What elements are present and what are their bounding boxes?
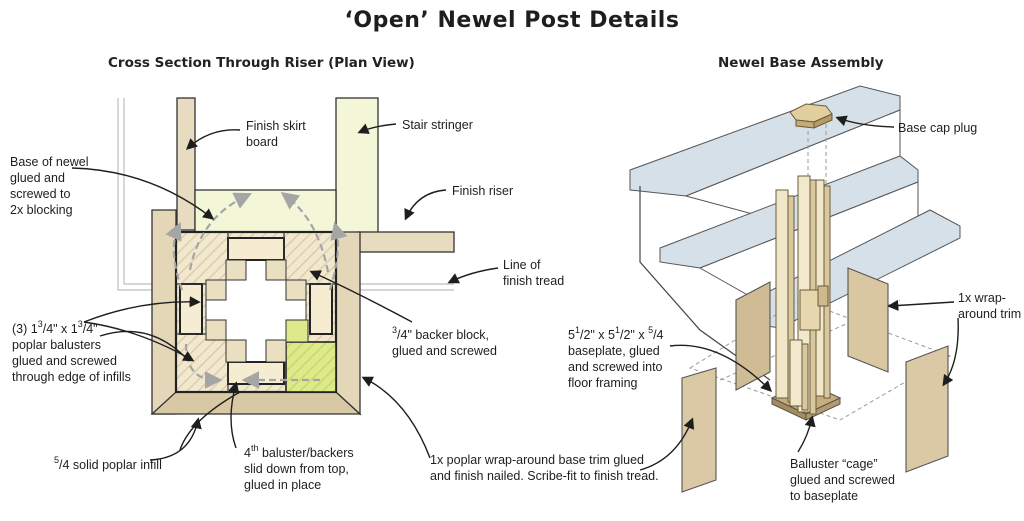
right-leader-arrows [639,115,959,471]
baluster-cage [775,175,831,415]
left-subtitle: Cross Section Through Riser (Plan View) [108,55,415,71]
fourth-infill [285,341,337,393]
label-baluster-cage: Balluster “cage” glued and screwed to ba… [790,457,895,503]
label-balusters: (3) 13/4" x 13/4" poplar balusters glued… [12,319,131,384]
wrap-around-trim [150,209,362,416]
label-solid-poplar-infill: 5/4 solid poplar infill [54,455,162,472]
backer-blocks [205,259,307,363]
page-title: ‘Open’ Newel Post Details [344,8,680,33]
screw-arrows [165,192,348,389]
right-subtitle: Newel Base Assembly [718,55,884,71]
label-stair-stringer: Stair stringer [402,118,473,132]
exploded-trim [681,267,949,493]
leader-arrows [71,123,499,461]
label-base-cap-plug: Base cap plug [898,121,978,135]
label-finish-riser: Finish riser [452,184,514,198]
label-backer-block: 3/4" backer block, glued and screwed [392,325,497,358]
label-baseplate: 51/2" x 51/2" x 5/4 baseplate, glued and… [568,325,664,390]
base-cap-plug [789,103,833,129]
stringer-line [639,186,771,381]
stair-treads [629,85,961,329]
label-wrap-trim: 1x wrap-around trim [958,291,1022,321]
label-fourth-baluster: 4th baluster/backers slid down from top,… [244,443,354,492]
